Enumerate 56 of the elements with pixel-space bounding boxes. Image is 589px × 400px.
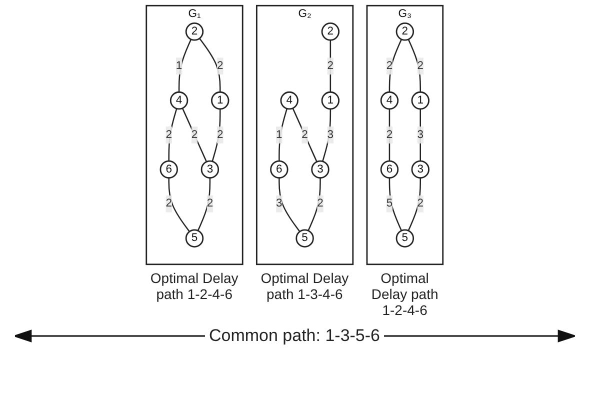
connector bbox=[182, 108, 207, 162]
node-circle: 2 bbox=[185, 22, 204, 41]
node-circle: 1 bbox=[411, 91, 430, 110]
edge-label: 2 bbox=[417, 60, 424, 72]
node-circle: 2 bbox=[321, 22, 340, 41]
edge-label: 3 bbox=[417, 128, 424, 141]
edge-label: 2 bbox=[216, 60, 224, 72]
connector bbox=[292, 108, 318, 162]
edge-label: 2 bbox=[166, 198, 172, 210]
path-caption: Optimal Delay path 1-2-4-6 bbox=[149, 270, 240, 302]
node-circle: 4 bbox=[380, 91, 398, 110]
edge-label: 3 bbox=[276, 198, 282, 210]
edge-label: 2 bbox=[191, 128, 198, 141]
edge-label: 2 bbox=[327, 60, 334, 72]
connector bbox=[308, 178, 321, 231]
connector bbox=[278, 108, 288, 162]
edge-label: 2 bbox=[166, 128, 172, 141]
edge-label: 1 bbox=[276, 128, 282, 141]
edge-label: 5 bbox=[386, 198, 392, 210]
connector bbox=[408, 39, 421, 92]
edge-label: 2 bbox=[216, 128, 224, 141]
common-path-label: Common path: 1-3-5-6 bbox=[208, 326, 382, 346]
connector bbox=[178, 39, 192, 92]
connector bbox=[198, 38, 221, 92]
path-caption: Optimal Delay path 1-3-4-6 bbox=[260, 270, 350, 302]
edge-label: 2 bbox=[316, 198, 324, 210]
connector bbox=[212, 108, 221, 162]
edge-label: 2 bbox=[417, 198, 424, 210]
node-circle: 3 bbox=[411, 160, 430, 179]
edge-label: 1 bbox=[176, 60, 182, 72]
connector bbox=[278, 178, 300, 232]
connector bbox=[388, 39, 402, 92]
node-circle: 4 bbox=[170, 91, 188, 110]
connector bbox=[197, 178, 210, 231]
node-circle: 3 bbox=[200, 160, 219, 179]
node-circle: 1 bbox=[210, 91, 230, 110]
node-circle: 4 bbox=[280, 91, 298, 110]
node-circle: 6 bbox=[380, 160, 398, 179]
edge-label: 2 bbox=[206, 198, 213, 210]
node-circle: 5 bbox=[396, 229, 414, 248]
connector bbox=[408, 178, 421, 231]
node-circle: 3 bbox=[311, 160, 330, 179]
node-circle: 6 bbox=[270, 160, 288, 179]
node-circle: 5 bbox=[296, 229, 314, 248]
edge-label: 2 bbox=[302, 128, 308, 141]
connector bbox=[420, 108, 421, 162]
connector bbox=[322, 108, 331, 162]
node-circle: 2 bbox=[396, 22, 414, 41]
node-circle: 5 bbox=[185, 229, 204, 248]
edge-label: 2 bbox=[386, 60, 392, 72]
connector bbox=[168, 178, 190, 232]
edge-label: 3 bbox=[327, 128, 334, 141]
node-circle: 6 bbox=[160, 160, 178, 179]
path-caption: Optimal Delay path 1-2-4-6 bbox=[370, 270, 440, 318]
edge-label: 2 bbox=[386, 128, 392, 141]
node-circle: 1 bbox=[321, 91, 340, 110]
